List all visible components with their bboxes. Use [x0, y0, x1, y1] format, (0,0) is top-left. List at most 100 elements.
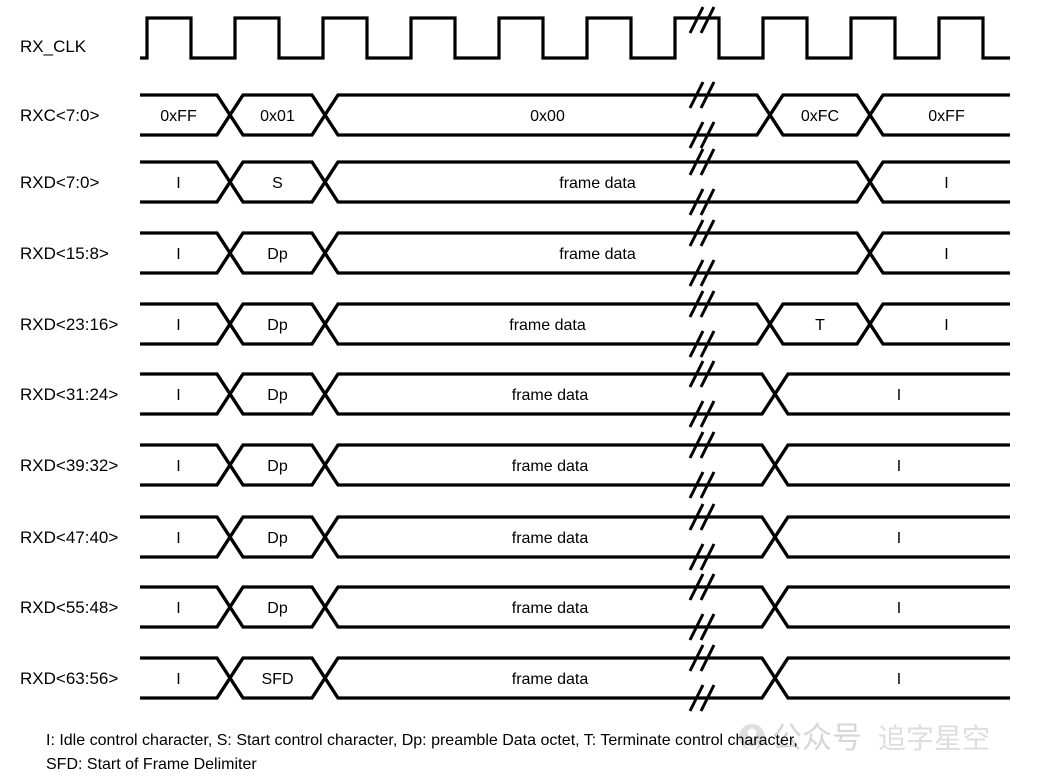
bus-value-label: 0xFF [160, 108, 197, 125]
break-marker-top-6 [688, 503, 716, 531]
break-marker-top-2-slash-1 [688, 219, 705, 247]
break-marker-bottom-8-slash-1 [688, 684, 705, 712]
bus-edge-top [760, 443, 1010, 486]
row-label-rx-clk: RX_CLK [20, 37, 87, 56]
bus-edge-bottom [760, 657, 1010, 700]
watermark-badge-tail-icon [746, 744, 758, 750]
break-marker-bottom-2-slash-1 [688, 259, 705, 287]
bus-value-label: I [176, 458, 180, 475]
bus-value-label: frame data [512, 387, 589, 404]
bus-value-label: I [944, 317, 948, 334]
bus-value-label: Dp [267, 387, 288, 404]
break-marker-bottom-4-slash-2 [699, 400, 716, 428]
break-marker-bottom-7 [688, 613, 716, 641]
bus-value-label: I [176, 530, 180, 547]
bus-value-label: I [176, 671, 180, 688]
bus-value-label: I [897, 530, 901, 547]
bus-value-label: frame data [559, 246, 636, 263]
bus-value-label: Dp [267, 458, 288, 475]
legend-group: I: Idle control character, S: Start cont… [46, 732, 798, 773]
row-label-rxd-63-56-: RXD<63:56> [20, 669, 118, 688]
bus-edge-top [760, 515, 1010, 558]
break-marker-bottom-6-slash-1 [688, 543, 705, 571]
break-marker-top-5-slash-1 [688, 431, 705, 459]
bus-edge-bottom [760, 373, 1010, 416]
bus-value-label: I [897, 671, 901, 688]
break-marker-bottom-0-slash-2 [699, 121, 716, 149]
bus-value-label: Dp [267, 317, 288, 334]
break-marker-bottom-7-slash-1 [688, 613, 705, 641]
break-marker-top-3 [688, 290, 716, 318]
break-marker-bottom-3 [688, 330, 716, 358]
break-marker-top-1-slash-2 [699, 148, 716, 176]
break-marker-top-0 [688, 81, 716, 109]
bus-edge-top [855, 93, 1010, 136]
bus-edge-bottom [760, 516, 1010, 559]
break-marker-top-7 [688, 573, 716, 601]
bus-edge-top [760, 585, 1010, 628]
bus-value-label: I [176, 600, 180, 617]
break-marker-bottom-5-slash-2 [699, 471, 716, 499]
bus-value-label: S [272, 175, 283, 192]
bus-edge-bottom [855, 94, 1010, 137]
row-label-rxd-15-8-: RXD<15:8> [20, 244, 109, 263]
bus-value-label: frame data [512, 530, 589, 547]
bus-value-label: Dp [267, 530, 288, 547]
row-label-rxc-7-0-: RXC<7:0> [20, 106, 99, 125]
bus-edge-bottom [855, 232, 1010, 275]
break-marker-top-3-slash-1 [688, 290, 705, 318]
bus-edge-top [760, 372, 1010, 415]
bus-edge-top [855, 160, 1010, 203]
break-marker-top-6-slash-1 [688, 503, 705, 531]
row-label-rxd-47-40-: RXD<47:40> [20, 528, 118, 547]
bus-value-label: I [944, 246, 948, 263]
break-marker-rx-clk-slash-1 [688, 6, 705, 34]
bus-value-label: 0x01 [260, 108, 295, 125]
signal-row-rxd-31-24-: RXD<31:24> I Dp frame data I [20, 360, 1010, 428]
break-marker-top-8-slash-1 [688, 644, 705, 672]
row-label-rxd-39-32-: RXD<39:32> [20, 456, 118, 475]
bus-value-label: SFD [262, 671, 294, 688]
row-label-rxd-7-0-: RXD<7:0> [20, 173, 99, 192]
break-marker-bottom-2 [688, 259, 716, 287]
break-marker-bottom-7-slash-2 [699, 613, 716, 641]
break-marker-bottom-1-slash-2 [699, 188, 716, 216]
rx-clk-waveform [140, 16, 1010, 60]
bus-value-label: frame data [512, 671, 589, 688]
bus-value-label: I [176, 317, 180, 334]
break-marker-bottom-2-slash-2 [699, 259, 716, 287]
break-marker-top-5-slash-2 [699, 431, 716, 459]
break-marker-bottom-5 [688, 471, 716, 499]
break-marker-top-8-slash-2 [699, 644, 716, 672]
bus-value-label: I [176, 387, 180, 404]
break-marker-bottom-8-slash-2 [699, 684, 716, 712]
bus-value-label: 0x00 [530, 108, 565, 125]
break-marker-top-7-slash-2 [699, 573, 716, 601]
bus-value-label: I [176, 246, 180, 263]
break-marker-top-2 [688, 219, 716, 247]
bus-value-label: Dp [267, 246, 288, 263]
bus-value-label: frame data [559, 175, 636, 192]
legend-line-2: SFD: Start of Frame Delimiter [46, 756, 257, 773]
break-marker-rx-clk-slash-2 [699, 6, 716, 34]
break-marker-bottom-6 [688, 543, 716, 571]
bus-value-label: 0xFC [801, 108, 839, 125]
break-marker-top-7-slash-1 [688, 573, 705, 601]
watermark-text-2: 追字星空 [878, 723, 990, 754]
row-label-rxd-31-24-: RXD<31:24> [20, 385, 118, 404]
break-marker-top-8 [688, 644, 716, 672]
break-marker-top-2-slash-2 [699, 219, 716, 247]
bus-value-label: I [176, 175, 180, 192]
bus-edge-bottom [760, 586, 1010, 629]
break-marker-top-5 [688, 431, 716, 459]
bus-value-label: frame data [512, 600, 589, 617]
bus-edge-top [855, 302, 1010, 345]
bus-value-label: I [897, 600, 901, 617]
bus-value-label: I [897, 387, 901, 404]
break-marker-top-0-slash-1 [688, 81, 705, 109]
